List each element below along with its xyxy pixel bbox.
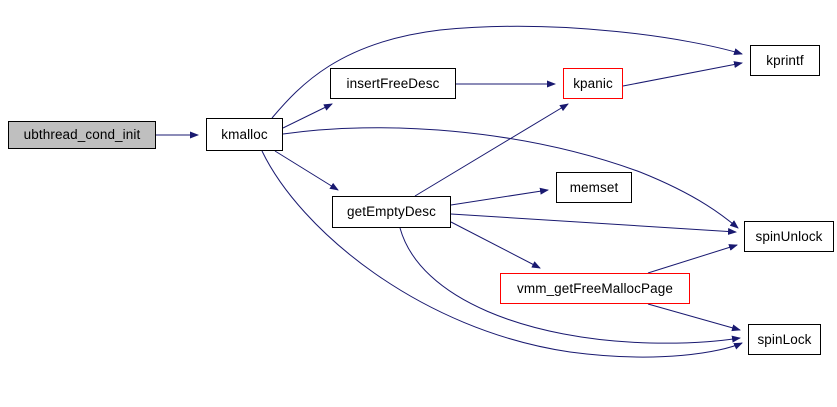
graph-node-memset[interactable]: memset — [556, 172, 632, 203]
graph-node-spinLock[interactable]: spinLock — [748, 324, 821, 355]
call-edge-vmm_getFreeMallocPage-to-spinLock — [647, 303, 741, 332]
graph-node-kmalloc[interactable]: kmalloc — [206, 118, 283, 151]
call-edge-getEmptyDesc-to-vmm_getFreeMallocPage — [450, 221, 541, 269]
call-edge-vmm_getFreeMallocPage-to-spinUnlock — [647, 244, 738, 274]
graph-node-spinUnlock[interactable]: spinUnlock — [744, 221, 834, 252]
call-edge-getEmptyDesc-to-spinUnlock — [450, 213, 737, 235]
graph-node-kpanic[interactable]: kpanic — [563, 68, 623, 99]
call-edge-kmalloc-to-spinLock — [261, 150, 743, 358]
graph-node-label-spinUnlock: spinUnlock — [755, 228, 823, 244]
graph-node-insertFreeDesc[interactable]: insertFreeDesc — [330, 68, 456, 99]
graph-node-label-ubthread_cond_init: ubthread_cond_init — [23, 127, 141, 143]
call-edge-getEmptyDesc-to-kpanic — [414, 103, 569, 197]
graph-node-label-memset: memset — [569, 179, 619, 195]
graph-node-label-spinLock: spinLock — [757, 331, 812, 347]
graph-node-vmm_getFreeMallocPage[interactable]: vmm_getFreeMallocPage — [500, 273, 690, 304]
graph-node-label-kprintf: kprintf — [766, 52, 804, 68]
graph-node-kprintf[interactable]: kprintf — [750, 45, 820, 76]
graph-node-label-kpanic: kpanic — [573, 75, 613, 91]
graph-node-label-kmalloc: kmalloc — [221, 126, 268, 142]
graph-node-ubthread_cond_init[interactable]: ubthread_cond_init — [8, 121, 156, 149]
call-edge-kpanic-to-kprintf — [622, 61, 743, 87]
graph-node-label-insertFreeDesc: insertFreeDesc — [346, 75, 440, 91]
call-edge-getEmptyDesc-to-memset — [450, 187, 549, 206]
call-edge-kmalloc-to-getEmptyDesc — [274, 150, 339, 191]
graph-node-getEmptyDesc[interactable]: getEmptyDesc — [332, 196, 451, 228]
graph-node-label-vmm_getFreeMallocPage: vmm_getFreeMallocPage — [517, 280, 673, 296]
graph-node-label-getEmptyDesc: getEmptyDesc — [347, 204, 436, 220]
call-edge-kmalloc-to-insertFreeDesc — [282, 103, 333, 129]
